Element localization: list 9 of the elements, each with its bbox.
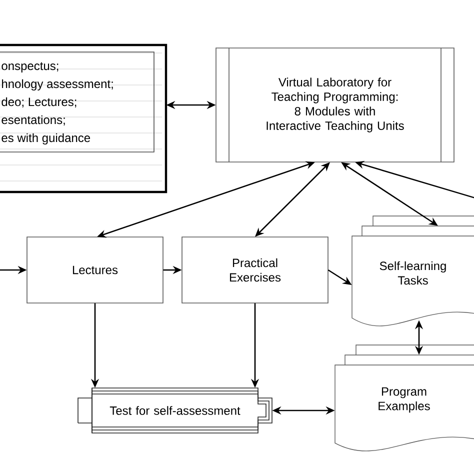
process-box: Virtual Laboratory for Teaching Programming: 8 Modules with Interactive Teaching Units [216,48,454,162]
terminal-box: Test for self-assessment [78,388,272,434]
process-box: Practical Exercises [182,236,328,304]
process-box: Lectures [26,236,164,304]
document-stack: Program Examples [334,344,474,452]
document-stack: Self-learning Tasks [352,216,474,326]
node-label: Program Examples [378,387,430,413]
node-label: Self-learning Tasks [380,261,446,285]
lined-card: onspectus; hnology assessment; deo; Lectures; esentations; es with guidance [0,44,168,194]
